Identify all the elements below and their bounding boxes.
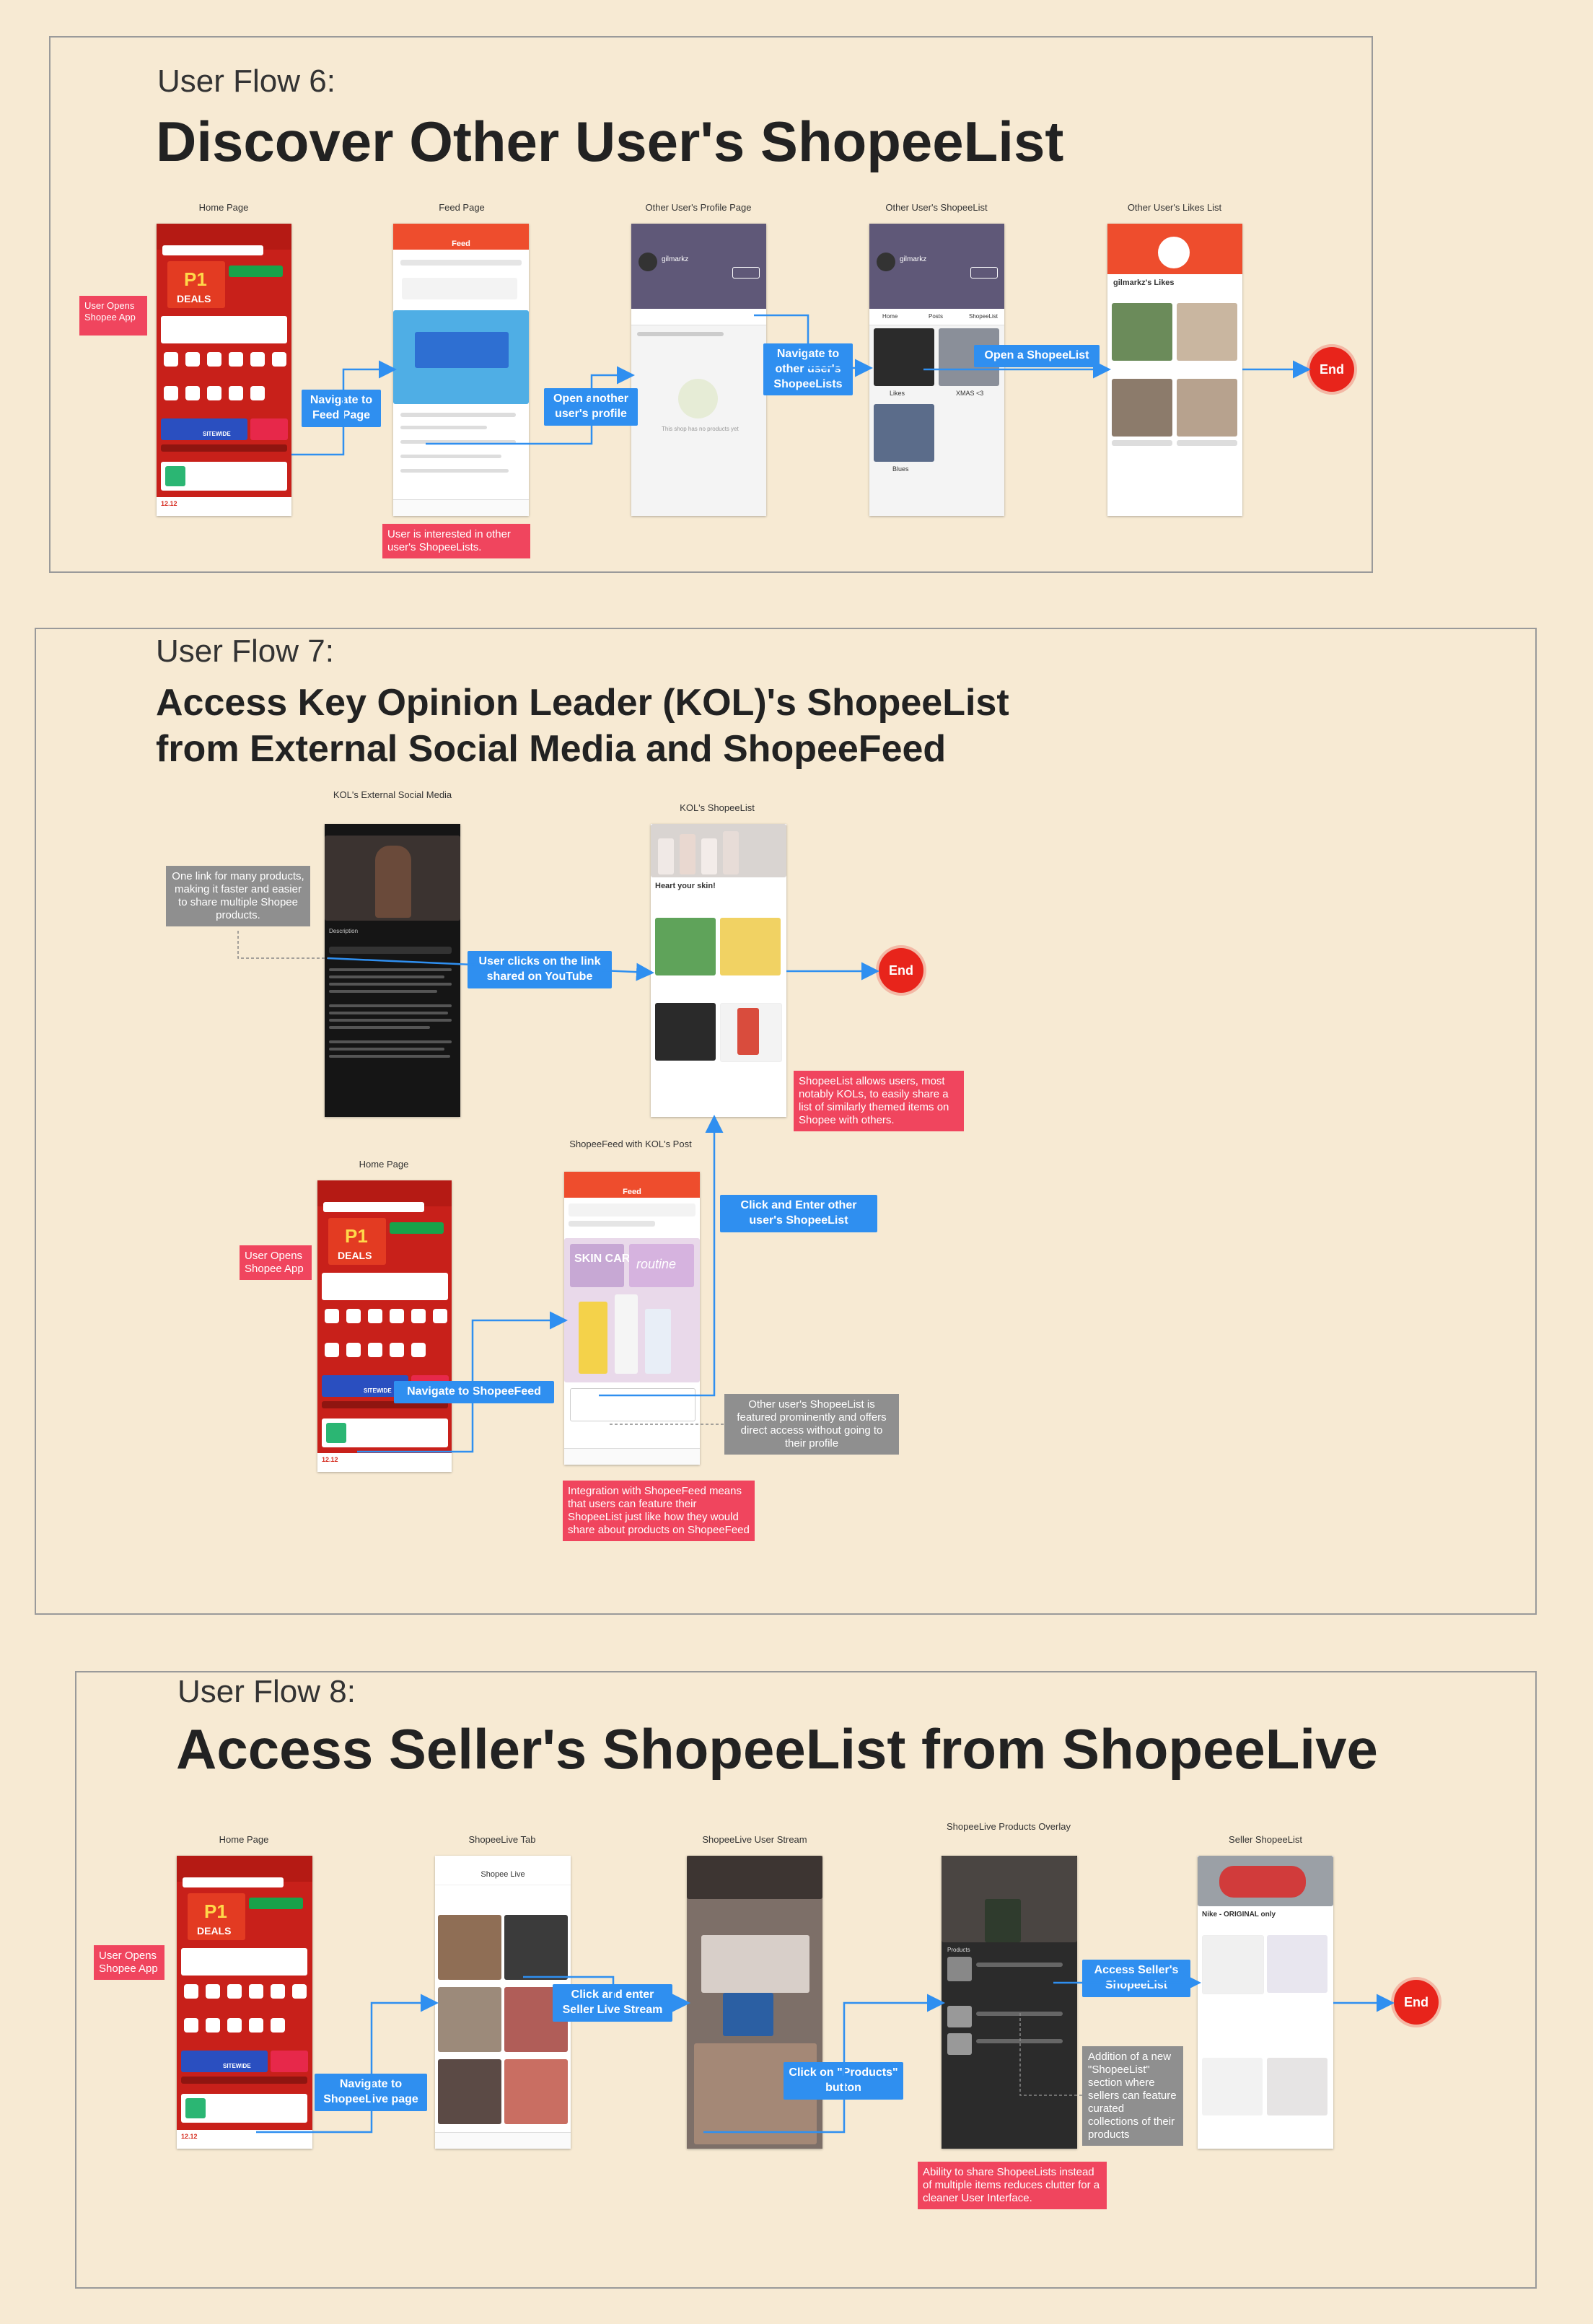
flow7-screen-label-home: Home Page (359, 1159, 409, 1170)
flow8-dashed-connector-overlay (1019, 2013, 1082, 2096)
flow7-connector-4 (599, 1115, 724, 1397)
flow8-connector-2 (523, 1976, 690, 2012)
flow7-screen-label-feed: ShopeeFeed with KOL's Post (569, 1139, 692, 1149)
flow8-connector-3 (703, 1994, 945, 2134)
flow6-step-shopeelists[interactable]: Navigate to other user's ShopeeLists (763, 343, 853, 396)
flow8-pink-note: Ability to share ShopeeLists instead of … (918, 2162, 1107, 2209)
flow6-screen-label-profile: Other User's Profile Page (645, 202, 752, 213)
flow6-feed-phone: Feed (393, 224, 529, 516)
flow7-dashed-connector-link (237, 931, 328, 959)
flow7-label: User Flow 7: (156, 633, 334, 669)
flow7-screen-label-youtube: KOL's External Social Media (333, 789, 452, 800)
flow8-overlay-phone: Products (942, 1856, 1077, 2149)
flow8-label: User Flow 8: (177, 1674, 356, 1709)
flow8-step-stream[interactable]: Click and enter Seller Live Stream (553, 1984, 672, 2022)
flow8-screen-label-home: Home Page (219, 1834, 269, 1845)
flow8-screen-label-overlay: ShopeeLive Products Overlay (947, 1821, 1071, 1832)
flow7-connector-1 (327, 957, 654, 981)
flow7-step-feed[interactable]: Navigate to ShopeeFeed (394, 1381, 554, 1403)
flow6-start-note: User Opens Shopee App (79, 296, 147, 336)
flow7-grey-note-link: One link for many products, making it fa… (166, 866, 310, 926)
flow7-start-note: User Opens Shopee App (240, 1245, 312, 1280)
flow7-kol-list-phone: Heart your skin! (651, 824, 786, 1117)
flow6-screen-label-home: Home Page (198, 202, 249, 213)
flow7-youtube-phone: Description (325, 824, 460, 1117)
flow7-end-node: End (879, 948, 923, 993)
flow6-end-node: End (1309, 347, 1354, 392)
flow7-title-line2: from External Social Media and ShopeeFee… (156, 728, 947, 770)
flow7-step-enter-list[interactable]: Click and Enter other user's ShopeeList (720, 1195, 877, 1232)
flow6-screen-label-feed: Feed Page (439, 202, 485, 213)
flow8-start-note: User Opens Shopee App (94, 1945, 164, 1980)
flow6-home-phone: P1 DEALS SITEWIDE 12.12 (157, 224, 291, 516)
flow6-title: Discover Other User's ShopeeList (156, 110, 1064, 173)
flow8-step-access-list[interactable]: Access Seller's ShopeeList (1082, 1960, 1190, 1997)
flow8-connector-1 (256, 1994, 439, 2134)
flow6-screen-label-shopeelist: Other User's ShopeeList (885, 202, 988, 213)
flow8-live-tab-phone: Shopee Live (435, 1856, 571, 2149)
flow7-connector-3 (357, 1311, 568, 1453)
flow6-likes-phone: gilmarkz's Likes (1107, 224, 1242, 516)
flow7-feed-phone: Feed SKIN CARE routine (564, 1172, 700, 1465)
flow6-step-open-list[interactable]: Open a ShopeeList (974, 345, 1100, 367)
flow8-grey-note: Addition of a new "ShopeeList" section w… (1082, 2046, 1183, 2146)
flow8-screen-label-seller-list: Seller ShopeeList (1229, 1834, 1302, 1845)
flow8-home-phone: P1 DEALS SITEWIDE 12.12 (177, 1856, 312, 2149)
flow6-profile-phone: gilmarkz This shop has no products yet (631, 224, 766, 516)
flow6-note: User is interested in other user's Shope… (382, 524, 530, 558)
flow7-pink-note-feed: Integration with ShopeeFeed means that u… (563, 1481, 755, 1541)
flow6-connector-2 (426, 366, 635, 445)
flow7-screen-label-kol-list: KOL's ShopeeList (680, 802, 755, 813)
flow6-step-feed[interactable]: Navigate to Feed Page (302, 390, 381, 427)
flow7-title-line1: Access Key Opinion Leader (KOL)'s Shopee… (156, 682, 1009, 724)
flow8-end-node: End (1394, 1980, 1439, 2025)
flow8-screen-label-stream: ShopeeLive User Stream (702, 1834, 807, 1845)
flow6-connector-1 (291, 360, 397, 456)
flow6-connector-3 (754, 314, 873, 377)
flow7-grey-note-featured: Other user's ShopeeList is featured prom… (724, 1394, 899, 1455)
flow7-pink-note-list: ShopeeList allows users, most notably KO… (794, 1071, 964, 1131)
flow8-stream-phone (687, 1856, 822, 2149)
flow8-title: Access Seller's ShopeeList from ShopeeLi… (176, 1717, 1378, 1781)
flow6-label: User Flow 6: (157, 63, 335, 99)
flow8-seller-list-phone: Nike - ORIGINAL only (1198, 1856, 1333, 2149)
flow6-screen-label-likes: Other User's Likes List (1127, 202, 1222, 213)
flow8-screen-label-live-tab: ShopeeLive Tab (468, 1834, 536, 1845)
